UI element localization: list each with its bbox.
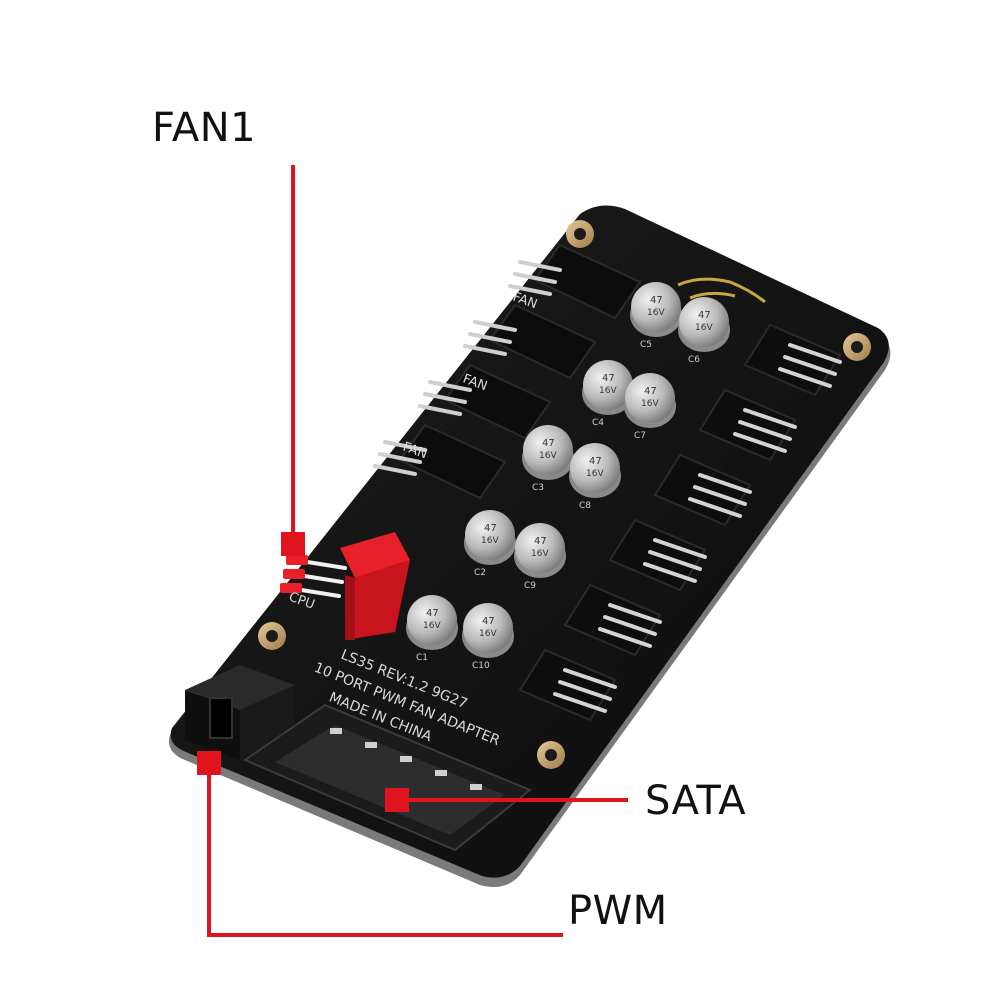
left-fan-pins [373, 260, 562, 476]
capacitor: 47 16V C4 [582, 360, 634, 428]
capacitor-voltage: 16V [647, 308, 665, 318]
capacitor-label: C6 [688, 355, 700, 365]
right-fan-pins [553, 343, 842, 713]
capacitor-value: 47 [698, 310, 711, 321]
capacitor-voltage: 16V [531, 549, 549, 559]
sata-label: SATA [645, 778, 747, 824]
callout-lines [197, 165, 628, 937]
capacitor-value: 47 [589, 456, 602, 467]
capacitor-voltage: 16V [423, 621, 441, 631]
capacitor-voltage: 16V [539, 451, 557, 461]
left-fan-headers [398, 243, 642, 500]
capacitor-voltage: 16V [641, 399, 659, 409]
capacitor: 47 16V C8 [569, 443, 621, 511]
sata-callout-marker [385, 788, 409, 812]
sata-power-connector [242, 703, 532, 852]
mounting-holes [258, 220, 871, 769]
pwm-callout-marker [197, 751, 221, 775]
capacitor: 47 16V C2 [464, 510, 516, 578]
pwm-label: PWM [568, 888, 668, 934]
capacitor-voltage: 16V [599, 386, 617, 396]
capacitor-label: C1 [416, 653, 428, 663]
capacitor-label: C4 [592, 418, 604, 428]
capacitor-value: 47 [534, 536, 547, 547]
capacitor-voltage: 16V [481, 536, 499, 546]
capacitor: 47 16V C3 [522, 425, 574, 493]
capacitor-label: C2 [474, 568, 486, 578]
gold-logo [677, 277, 766, 304]
capacitor-label: C10 [472, 661, 490, 671]
capacitor-voltage: 16V [586, 469, 604, 479]
capacitor: 47 16V C1 [406, 595, 458, 663]
capacitor: 47 16V C5 [630, 282, 682, 350]
pwm-callout-line [207, 763, 563, 937]
capacitor: 47 16V C9 [514, 523, 566, 591]
capacitor-value: 47 [426, 608, 439, 619]
fan1-label: FAN1 [152, 105, 257, 151]
capacitor-label: C5 [640, 340, 652, 350]
capacitor-value: 47 [484, 523, 497, 534]
capacitor-value: 47 [602, 373, 615, 384]
capacitor-value: 47 [650, 295, 663, 306]
capacitors: 47 16V C1 47 16V C10 47 16V C2 47 16V C9 47 16V C3 47 16… [406, 282, 730, 671]
capacitor-voltage: 16V [479, 629, 497, 639]
capacitor-value: 47 [542, 438, 555, 449]
capacitor-value: 47 [482, 616, 495, 627]
capacitor-label: C7 [634, 431, 646, 441]
capacitor-label: C8 [579, 501, 591, 511]
capacitor-voltage: 16V [695, 323, 713, 333]
fan1-callout-marker [281, 532, 305, 556]
capacitor-value: 47 [644, 386, 657, 397]
cpu-fan-connector-red [280, 532, 410, 640]
capacitor-label: C3 [532, 483, 544, 493]
capacitor: 47 16V C7 [624, 373, 676, 441]
capacitor-label: C9 [524, 581, 536, 591]
capacitor: 47 16V C10 [462, 603, 514, 671]
capacitor: 47 16V C6 [678, 297, 730, 365]
